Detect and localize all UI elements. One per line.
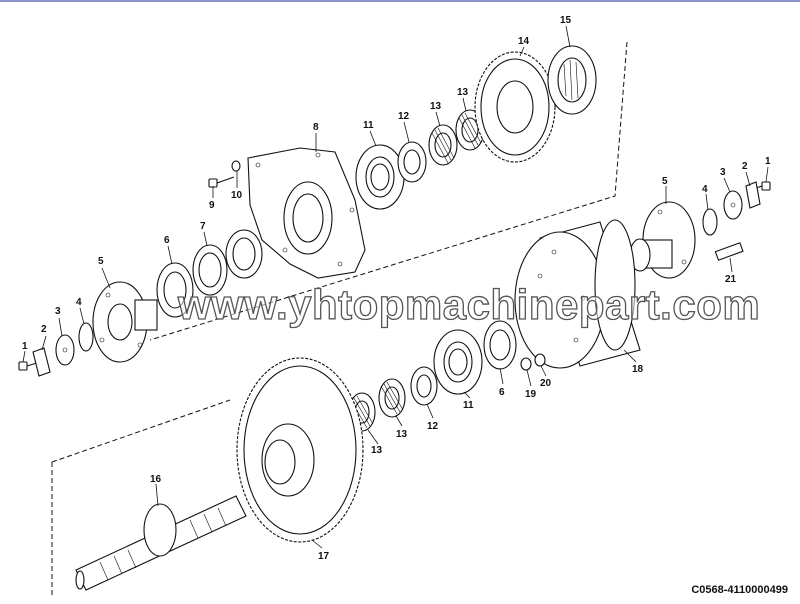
label-lower-12: 12 [427, 421, 439, 432]
label-upper-11: 11 [363, 120, 374, 131]
label-upper-10: 10 [231, 190, 243, 201]
lower-flange-5 [629, 201, 696, 279]
label-lower-4: 4 [702, 184, 708, 195]
upper-sleeve-15 [547, 45, 597, 115]
label-upper-6: 6 [164, 235, 170, 246]
upper-spacer-12 [397, 141, 427, 183]
upper-seal-6 [156, 262, 194, 318]
cover-plate-8 [247, 147, 366, 279]
label-lower-6: 6 [499, 387, 505, 398]
lower-spacer-12 [410, 366, 438, 406]
upper-o-ring-4 [78, 322, 94, 352]
label-upper-12: 12 [398, 111, 410, 122]
label-lower-2: 2 [742, 161, 748, 172]
lower-pin-21 [714, 242, 744, 261]
label-upper-15: 15 [560, 15, 572, 26]
label-upper-4: 4 [76, 297, 82, 308]
label-upper-5: 5 [98, 256, 104, 267]
upper-flange-5 [92, 281, 158, 363]
upper-needle-bearing-13a [428, 124, 458, 166]
label-lower-11: 11 [463, 400, 474, 411]
label-lower-21: 21 [725, 274, 737, 285]
upper-bearing-11 [355, 144, 405, 210]
label-lower-1: 1 [765, 156, 771, 167]
label-lower-17: 17 [318, 551, 330, 562]
label-upper-13a: 13 [430, 101, 442, 112]
main-gear-17 [236, 357, 364, 543]
label-upper-2: 2 [41, 324, 47, 335]
label-upper-7: 7 [200, 221, 206, 232]
upper-ring-7 [192, 244, 228, 296]
lower-lock-plate-2 [745, 181, 761, 209]
label-upper-1: 1 [22, 341, 28, 352]
top-border [0, 0, 800, 2]
lower-washer-3 [723, 190, 743, 220]
label-lower-5: 5 [662, 176, 668, 187]
label-lower-19: 19 [525, 389, 537, 400]
label-lower-20: 20 [540, 378, 552, 389]
part-labels: 1 2 3 4 5 6 7 8 9 10 11 12 13 13 14 15 1… [22, 15, 771, 562]
label-upper-13b: 13 [457, 87, 469, 98]
lower-washer-20 [534, 353, 546, 367]
label-upper-9: 9 [209, 200, 215, 211]
upper-ring-7b [225, 229, 263, 279]
lower-bearing-11 [433, 329, 483, 395]
label-lower-18: 18 [632, 364, 644, 375]
label-upper-8: 8 [313, 122, 319, 133]
label-lower-13a: 13 [396, 429, 408, 440]
label-lower-13b: 13 [371, 445, 383, 456]
upper-bolt-9 [208, 176, 235, 188]
leader-lines [22, 25, 769, 549]
upper-lock-plate-2 [32, 347, 51, 377]
label-lower-3: 3 [720, 167, 726, 178]
label-upper-14: 14 [518, 36, 530, 47]
label-upper-3: 3 [55, 306, 61, 317]
watermark: www.yhtopmachinepart.com [177, 280, 761, 328]
upper-washer-10 [231, 160, 241, 172]
lower-o-ring-4 [702, 208, 718, 236]
upper-gear-14 [474, 51, 556, 163]
upper-boundary [149, 41, 628, 341]
shaft-16 [75, 495, 247, 591]
lower-boundary [51, 399, 231, 598]
lower-needle-bearing-13a [378, 378, 406, 418]
lower-washer-19 [520, 357, 532, 371]
upper-washer-3 [55, 334, 75, 366]
drawing-code: C0568-4110000499 [691, 584, 788, 596]
label-lower-16: 16 [150, 474, 162, 485]
clutch-drum-18 [514, 219, 641, 369]
